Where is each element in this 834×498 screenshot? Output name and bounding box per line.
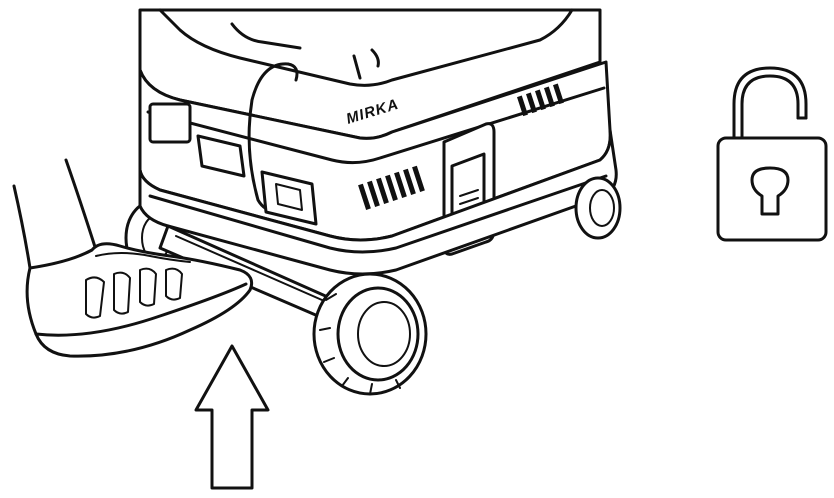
- side-panel-b: [196, 134, 246, 178]
- front-vent-grille: [358, 165, 425, 210]
- arrow-up-icon: [194, 344, 270, 490]
- side-panel-a: [148, 102, 192, 144]
- foot-pressing-pedal: [12, 158, 254, 358]
- side-vent-grille: [517, 83, 564, 117]
- unlocked-padlock-icon: [716, 66, 828, 242]
- front-wheel: [312, 272, 428, 396]
- vacuum-cleaner: MIRKA: [124, 8, 622, 396]
- rear-right-wheel: [574, 176, 622, 240]
- lower-chassis: [138, 128, 618, 276]
